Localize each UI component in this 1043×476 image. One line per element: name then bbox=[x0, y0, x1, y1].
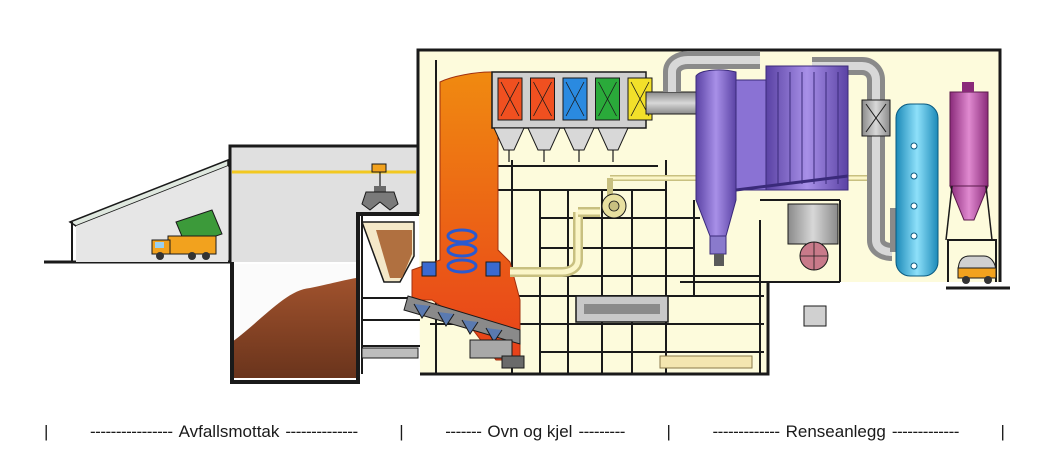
section-label-cleaning: Renseanlegg bbox=[785, 422, 886, 441]
hall-wall bbox=[228, 144, 418, 262]
boiler-hoppers bbox=[493, 127, 629, 151]
furnace bbox=[403, 71, 525, 369]
garbage-truck-icon bbox=[151, 209, 223, 260]
flue-gas-ducts bbox=[663, 51, 908, 271]
building-outline bbox=[416, 48, 1002, 282]
boiler-module bbox=[530, 77, 555, 121]
burner-right bbox=[485, 261, 501, 277]
boiler-outlet-duct bbox=[645, 91, 697, 115]
scrubber-tower bbox=[895, 103, 939, 277]
separator-left: | bbox=[44, 422, 49, 441]
burner-left bbox=[421, 261, 437, 277]
section-furnace: ------- Ovn og kjel --------- bbox=[445, 422, 625, 442]
section-cleaning: ------------- Renseanlegg ------------- bbox=[712, 422, 960, 442]
induced-draft-fan bbox=[787, 203, 839, 245]
tanker-truck-icon bbox=[957, 255, 997, 284]
boiler-modules bbox=[497, 77, 653, 121]
silo-body bbox=[949, 91, 989, 187]
dashes: --------- bbox=[578, 422, 625, 441]
waste-pile bbox=[232, 278, 356, 378]
reception-hall bbox=[44, 144, 420, 384]
silo-legs bbox=[945, 185, 993, 241]
dashes: ---------------- bbox=[90, 422, 173, 441]
cyclone bbox=[695, 69, 737, 237]
grate bbox=[403, 295, 521, 345]
module-tubes bbox=[500, 81, 520, 117]
separator: | bbox=[399, 422, 404, 441]
small-box bbox=[803, 305, 827, 327]
dashes: ------------- bbox=[712, 422, 781, 441]
dashes: ------- bbox=[445, 422, 482, 441]
section-label-furnace: Ovn og kjel bbox=[487, 422, 573, 441]
bunker-wall bbox=[230, 212, 420, 384]
section-label-reception: Avfallsmottak bbox=[178, 422, 280, 441]
hopper-drops bbox=[508, 150, 614, 162]
scrubber-rings bbox=[910, 142, 918, 270]
flue-swirl-icon bbox=[446, 228, 478, 274]
section-reception: ---------------- Avfallsmottak ---------… bbox=[90, 422, 358, 442]
module-tubes bbox=[533, 81, 552, 117]
hall-interior bbox=[230, 146, 418, 262]
dashes: -------------- bbox=[285, 422, 358, 441]
module-tubes bbox=[598, 81, 617, 117]
dashes: ------------- bbox=[891, 422, 960, 441]
scrubber bbox=[895, 103, 939, 277]
waste-incineration-plant-diagram bbox=[44, 48, 1010, 384]
crane-trolley bbox=[371, 163, 387, 173]
ash-tank bbox=[659, 355, 753, 369]
residue-silo bbox=[945, 82, 1010, 290]
separator-right: | bbox=[1000, 422, 1005, 441]
cyclone-and-bag-filter bbox=[695, 65, 849, 266]
separator: | bbox=[666, 422, 671, 441]
ash-screw bbox=[469, 339, 513, 359]
module-tubes bbox=[565, 81, 585, 117]
boiler bbox=[491, 71, 697, 162]
bag-filter bbox=[765, 65, 849, 191]
section-caption: | ---------------- Avfallsmottak -------… bbox=[0, 417, 1043, 447]
crane-grab-icon bbox=[361, 186, 399, 211]
filter-bags bbox=[777, 72, 839, 184]
